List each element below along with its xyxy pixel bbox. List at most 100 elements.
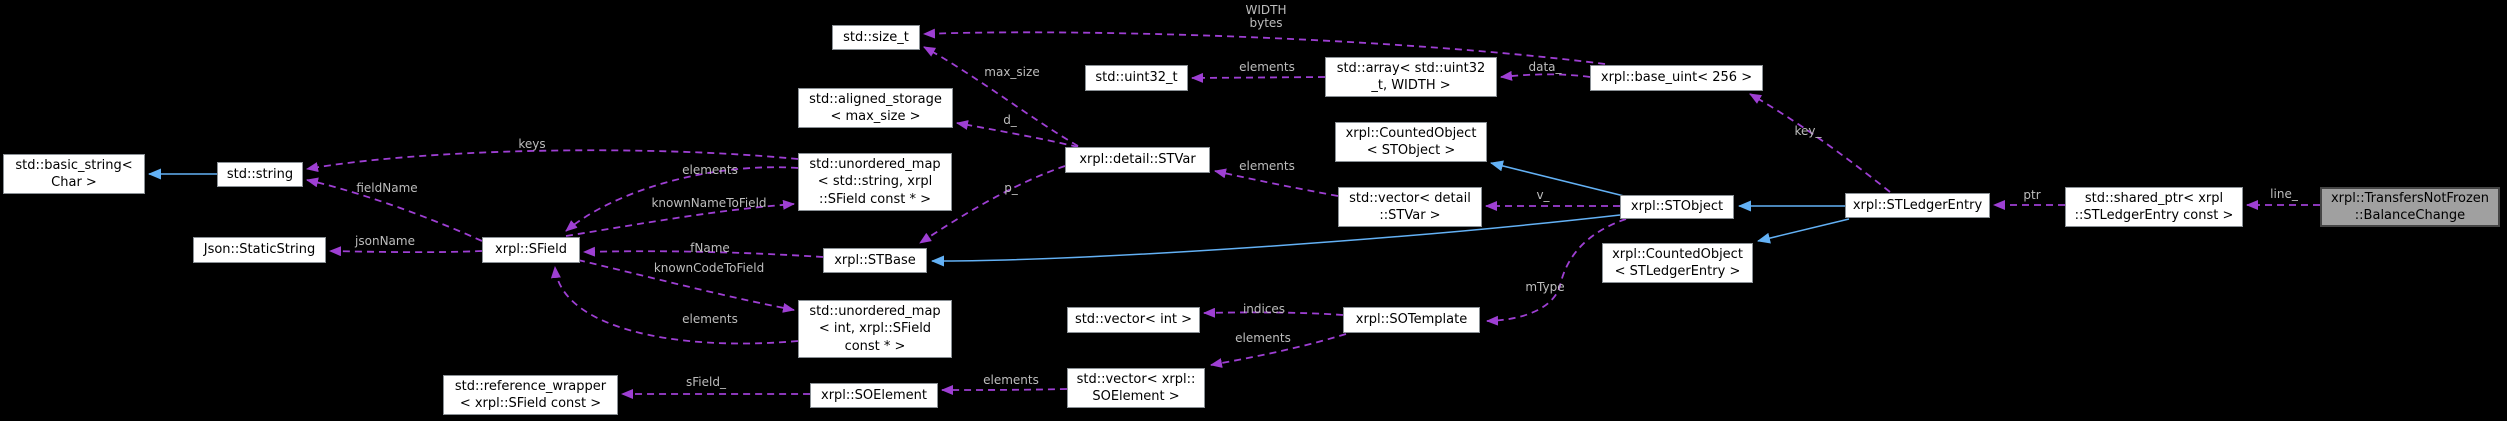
label-knowncodetofield: knownCodeToField [654, 261, 764, 275]
label-elements-array: elements [1239, 60, 1295, 74]
edge-elements-array-uint32 [1191, 72, 1326, 83]
label-knownnametofield: knownNameToField [651, 196, 766, 210]
label-fieldname-line: fieldName [356, 181, 418, 195]
node-counted-object-stobject[interactable]: xrpl::CountedObject< STObject > [1335, 122, 1487, 162]
label-d: d_ [1003, 113, 1017, 127]
node-uint32-t[interactable]: std::uint32_t [1085, 65, 1188, 91]
node-unordered-map-string-line: std::unordered_map [809, 157, 941, 173]
node-basic-string[interactable]: std::basic_string<Char > [3, 154, 145, 194]
node-uint32-t-line: std::uint32_t [1095, 70, 1178, 86]
edge-elements-umapstring-sfield [565, 166, 799, 232]
node-reference-wrapper-line: < xrpl::SField const > [459, 396, 602, 411]
node-size-t[interactable]: std::size_t [832, 25, 920, 50]
label-elements-umapstring: elements [682, 163, 738, 177]
node-vector-stvar-line: ::STVar > [1379, 208, 1441, 223]
label-keys-line: keys [518, 137, 546, 151]
label-keys: keys [518, 137, 546, 151]
node-sotemplate[interactable]: xrpl::SOTemplate [1343, 307, 1480, 333]
label-max-size-line: max_size [984, 65, 1040, 79]
node-base-uint-256-line: xrpl::base_uint< 256 > [1600, 70, 1753, 86]
edge-stobject-inherits-stbase [931, 214, 1621, 267]
edge-stledgerentry-inherits-counted-object-stledgerentry [1757, 218, 1850, 244]
label-p: p_ [1004, 181, 1018, 195]
label-sfield-member-line: sField_ [686, 375, 726, 389]
node-basic-string-line: Char > [51, 175, 97, 190]
node-vector-int-line: std::vector< int > [1074, 312, 1193, 328]
label-d-line: d_ [1003, 113, 1017, 127]
label-width-bytes-line: WIDTH [1245, 3, 1287, 17]
node-aligned-storage[interactable]: std::aligned_storage< max_size > [798, 88, 953, 128]
node-std-array-line: _t, WIDTH > [1371, 78, 1451, 93]
node-counted-object-stledgerentry-line: < STLedgerEntry > [1614, 264, 1741, 279]
label-line: line_ [2270, 187, 2298, 201]
label-indices-line: indices [1242, 302, 1286, 316]
label-v: v_ [1536, 188, 1550, 202]
node-vector-stvar[interactable]: std::vector< detail::STVar > [1338, 187, 1482, 227]
node-json-staticstring[interactable]: Json::StaticString [193, 237, 326, 263]
label-indices: indices [1242, 302, 1286, 316]
label-data: data_ [1528, 60, 1561, 74]
node-unordered-map-int-line: std::unordered_map [809, 304, 941, 320]
node-shared-ptr-stledgerentry[interactable]: std::shared_ptr< xrpl::STLedgerEntry con… [2065, 187, 2243, 227]
edge-indices [1203, 307, 1344, 318]
node-reference-wrapper[interactable]: std::reference_wrapper< xrpl::SField con… [443, 375, 618, 415]
node-shared-ptr-stledgerentry-line: ::STLedgerEntry const > [2074, 208, 2234, 223]
node-sfield-line: xrpl::SField [495, 242, 567, 258]
node-stbase[interactable]: xrpl::STBase [823, 248, 927, 273]
label-v-line: v_ [1536, 188, 1550, 202]
node-detail-stvar[interactable]: xrpl::detail::STVar [1065, 147, 1210, 173]
node-sotemplate-line: xrpl::SOTemplate [1355, 312, 1468, 328]
node-soelement[interactable]: xrpl::SOElement [810, 383, 938, 408]
label-jsonname-line: jsonName [355, 234, 415, 248]
node-unordered-map-string[interactable]: std::unordered_map< std::string, xrpl::S… [798, 153, 952, 211]
edge-data [1500, 70, 1591, 81]
node-vector-soelement-line: SOElement > [1092, 389, 1180, 404]
label-line-line: line_ [2270, 187, 2298, 201]
node-basic-string-line: std::basic_string< [15, 157, 133, 173]
node-vector-soelement[interactable]: std::vector< xrpl::SOElement > [1067, 368, 1205, 408]
edge-fieldname [306, 177, 483, 242]
node-sfield[interactable]: xrpl::SField [482, 237, 580, 263]
node-counted-object-stobject-line: < STObject > [1366, 143, 1456, 158]
label-key-line: key_ [1794, 124, 1822, 138]
node-unordered-map-string-line: ::SField const * > [818, 191, 932, 207]
label-elements-umapstring-line: elements [682, 163, 738, 177]
edge-elements-vectorstvar-stvar [1214, 168, 1339, 197]
node-unordered-map-int-line: const * > [844, 338, 906, 354]
edge-key [1749, 93, 1891, 193]
node-stobject[interactable]: xrpl::STObject [1620, 195, 1734, 219]
label-elements-sotemplate: elements [1235, 331, 1291, 345]
node-transfersnotfrozen-balancechange-line: ::BalanceChange [2354, 208, 2466, 223]
edge-fname [583, 246, 824, 258]
label-elements-umapint-line: elements [682, 312, 738, 326]
label-key: key_ [1794, 124, 1822, 138]
node-soelement-line: xrpl::SOElement [821, 387, 927, 403]
node-unordered-map-int-line: < int, xrpl::SField [818, 321, 932, 337]
node-counted-object-stledgerentry-line: xrpl::CountedObject [1612, 246, 1743, 262]
edge-p [919, 165, 1066, 244]
node-vector-int[interactable]: std::vector< int > [1067, 307, 1200, 333]
label-max-size: max_size [984, 65, 1040, 79]
node-counted-object-stobject-line: xrpl::CountedObject [1345, 125, 1477, 141]
node-std-array-line: std::array< std::uint32 [1336, 60, 1486, 76]
label-mtype-line: mType [1525, 280, 1565, 294]
node-std-array[interactable]: std::array< std::uint32_t, WIDTH > [1325, 57, 1497, 97]
label-elements-sotemplate-line: elements [1235, 331, 1291, 345]
edge-elements-vectorsoelement-soelement [941, 384, 1068, 395]
node-aligned-storage-line: std::aligned_storage [809, 91, 942, 107]
label-fname: fName [690, 241, 730, 255]
node-stledgerentry[interactable]: xrpl::STLedgerEntry [1845, 193, 1990, 218]
node-counted-object-stledgerentry[interactable]: xrpl::CountedObject< STLedgerEntry > [1602, 243, 1753, 283]
label-elements-array-line: elements [1239, 60, 1295, 74]
label-elements-vectorstvar-line: elements [1239, 159, 1295, 173]
edge-elements-sotemplate-vectorsoelement [1210, 333, 1347, 368]
node-detail-stvar-line: xrpl::detail::STVar [1079, 152, 1196, 168]
node-base-uint-256[interactable]: xrpl::base_uint< 256 > [1590, 65, 1763, 91]
node-std-string[interactable]: std::string [217, 162, 303, 187]
label-width-bytes-line: bytes [1249, 16, 1283, 31]
label-elements-vectorsoelement: elements [983, 373, 1039, 387]
label-elements-vectorsoelement-line: elements [983, 373, 1039, 387]
